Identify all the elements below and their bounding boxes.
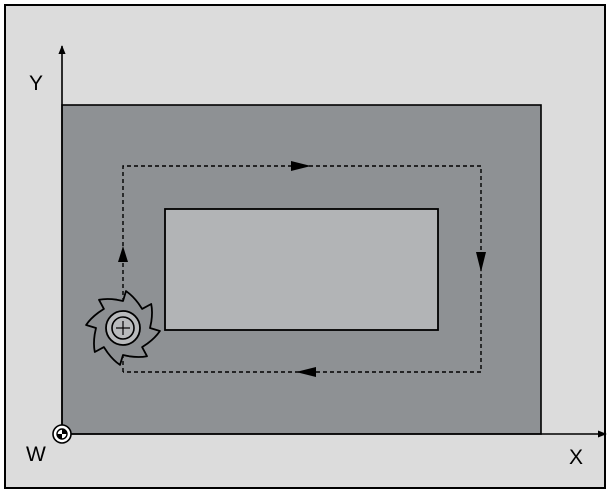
cutter-center-mark — [116, 321, 130, 335]
arrow-left-icon — [296, 367, 316, 377]
toolpath-contour — [122, 165, 482, 373]
arrow-down-icon — [476, 252, 486, 272]
arrow-up-icon — [118, 246, 128, 262]
x-axis-label: X — [569, 446, 583, 469]
coordinate-axes — [58, 45, 607, 438]
origin-label: W — [26, 443, 46, 466]
toolpath — [122, 165, 482, 373]
pocket-island — [164, 208, 439, 331]
y-axis-label: Y — [29, 72, 43, 95]
arrow-right-icon — [291, 161, 311, 171]
workpiece-zero-icon — [52, 424, 72, 444]
toolpath-direction-arrows — [118, 161, 486, 377]
milling-cutter-icon — [85, 290, 161, 366]
